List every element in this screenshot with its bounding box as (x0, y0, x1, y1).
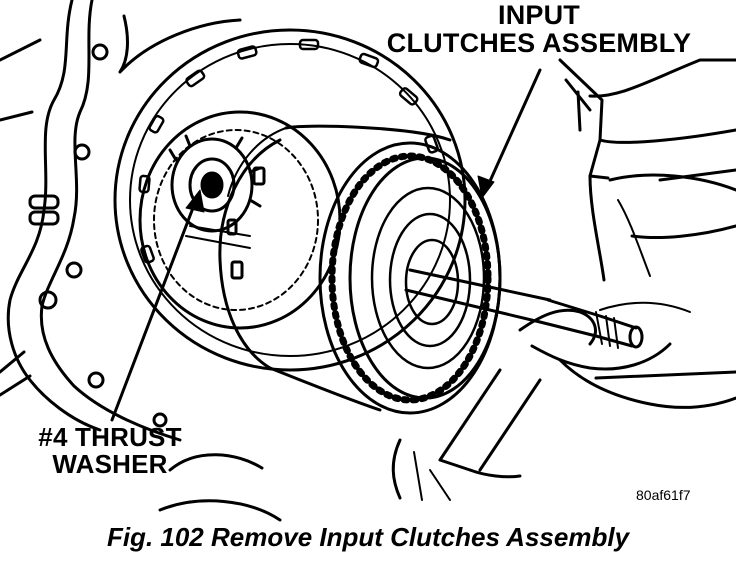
ring-bolt-holes (138, 38, 439, 264)
input-label-line1: INPUT (498, 0, 580, 30)
thrust-washer-label: #4 THRUST WASHER (30, 424, 190, 477)
input-clutches-assembly-label: INPUT CLUTCHES ASSEMBLY (384, 0, 694, 58)
input-shaft (404, 268, 644, 349)
leader-arrowheads (185, 175, 495, 213)
thrust-label-line2: WASHER (52, 448, 168, 479)
pump-ring (113, 28, 467, 372)
thrust-label-line1: #4 THRUST (38, 422, 182, 452)
input-label-line2: CLUTCHES ASSEMBLY (386, 27, 692, 58)
transmission-case (0, 0, 282, 522)
clutch-drum (218, 124, 452, 412)
lower-bracket (391, 368, 542, 501)
figure-caption: Fig. 102 Remove Input Clutches Assembly (106, 522, 630, 552)
leader-lines (110, 68, 542, 422)
clutch-drum-face (318, 141, 502, 415)
hand (518, 301, 736, 409)
thrust-washer-hub (168, 134, 262, 249)
figure-code: 80af61f7 (636, 487, 691, 503)
right-housing (558, 58, 736, 282)
